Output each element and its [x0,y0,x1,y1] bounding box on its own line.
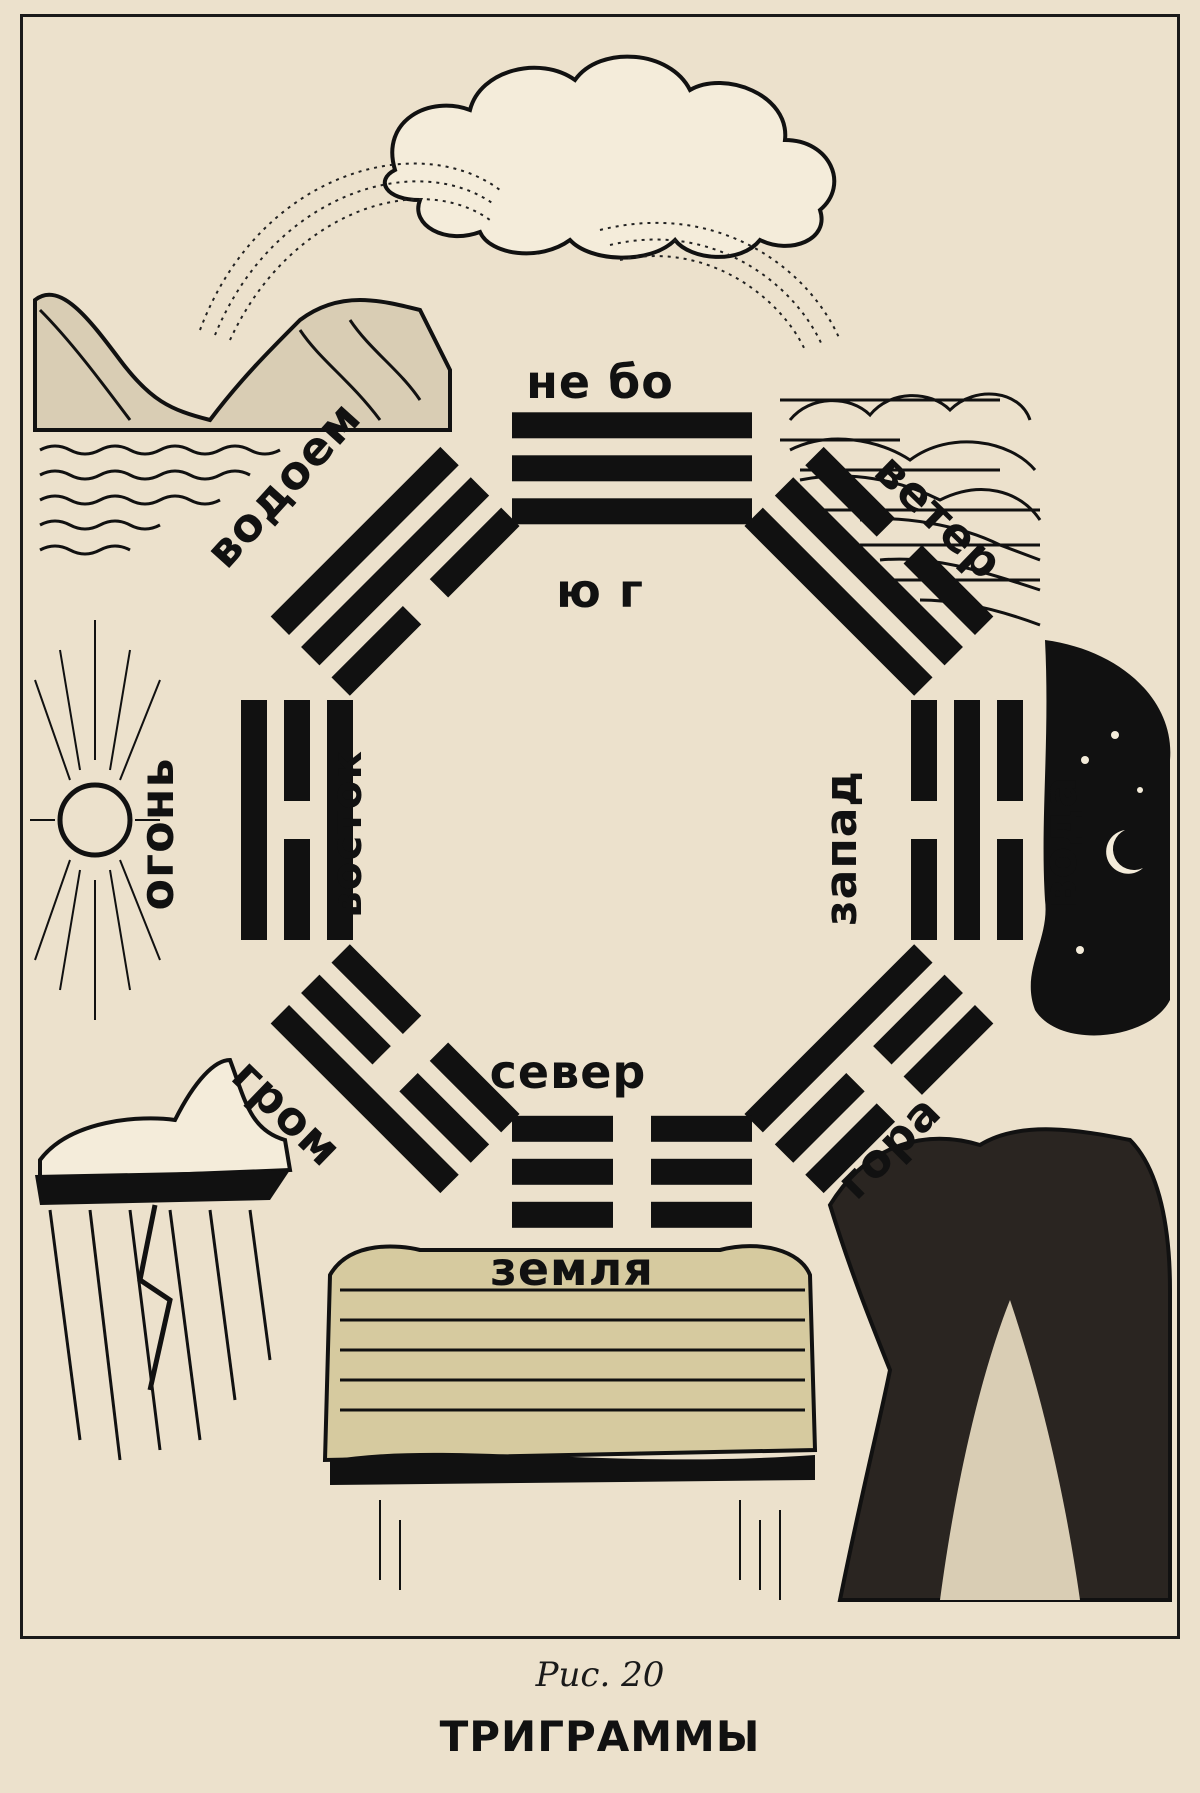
label-heaven: не бо [526,355,674,409]
trigram-thunder [270,944,520,1194]
trigram-line-yin [651,1158,752,1185]
figure-caption: Рис. 20 [535,1655,665,1695]
label-fire: огонь [130,757,184,910]
label-east: восток [322,750,371,918]
storm-illustration [35,1057,293,1461]
trigram-line-yin [911,700,937,801]
trigram-line-yang [301,477,490,666]
field-illustration [322,1244,818,1600]
trigram-line-yang [744,944,933,1133]
trigram-earth [512,1115,752,1228]
trigram-line-yang [270,446,459,635]
trigram-line-yin [512,1115,613,1142]
trigram-water [911,700,1023,940]
label-earth: земля [490,1242,654,1296]
trigram-line-yin [903,545,994,635]
trigram-line-yin [911,839,937,940]
trigram-line-yin [512,1158,613,1185]
trigram-line-yin [903,1005,994,1095]
rainbow-illustration [199,162,841,351]
trigram-line-yin [429,1042,520,1133]
trigram-line-yin [331,605,422,696]
trigram-line-yin [805,446,896,537]
trigram-line-yin [284,700,310,801]
illustration-frame [20,14,1180,1639]
trigram-line-yang [327,700,353,940]
lake-illustration [33,292,452,556]
trigram-line-yin [805,1103,896,1194]
cloud-illustration [382,54,837,260]
trigram-line-yang [241,700,267,940]
sun-illustration [30,620,161,1020]
trigram-line-yin [512,1201,613,1228]
trigram-wind [744,446,994,696]
label-north: север [490,1045,647,1099]
trigram-line-yang [954,700,980,940]
trigram-mountain [744,944,994,1194]
trigram-line-yin [651,1115,752,1142]
figure-title: ТРИГРАММЫ [439,1712,761,1761]
trigram-line-yang [774,477,963,666]
label-south: ю г [556,564,644,618]
trigram-line-yin [774,1072,865,1163]
trigram-ring [241,412,1023,1228]
trigram-line-yin [301,974,391,1065]
label-water: вода [1033,776,1087,909]
trigram-line-yin [399,1072,490,1163]
trigram-line-yin [997,839,1023,940]
trigram-line-yin [997,700,1023,801]
trigram-line-yin [284,839,310,940]
trigram-line-yin [429,507,520,598]
trigram-line-yin [651,1201,752,1228]
trigram-line-yin [873,974,963,1065]
mountain-illustration [827,1127,1172,1602]
trigram-line-yang [512,412,752,439]
trigram-fire [241,700,353,940]
trigram-line-yin [331,944,422,1035]
trigram-diagram: не бо ю г ветер запад вода гора север зе… [30,54,1172,1602]
trigram-line-yang [744,507,933,696]
night-sky-illustration [1030,640,1171,1036]
trigram-lake [270,446,520,696]
trigram-line-yang [270,1005,459,1194]
trigram-heaven [512,412,752,525]
trigram-line-yang [512,455,752,482]
label-west: запад [816,770,867,926]
trigram-line-yang [512,498,752,525]
